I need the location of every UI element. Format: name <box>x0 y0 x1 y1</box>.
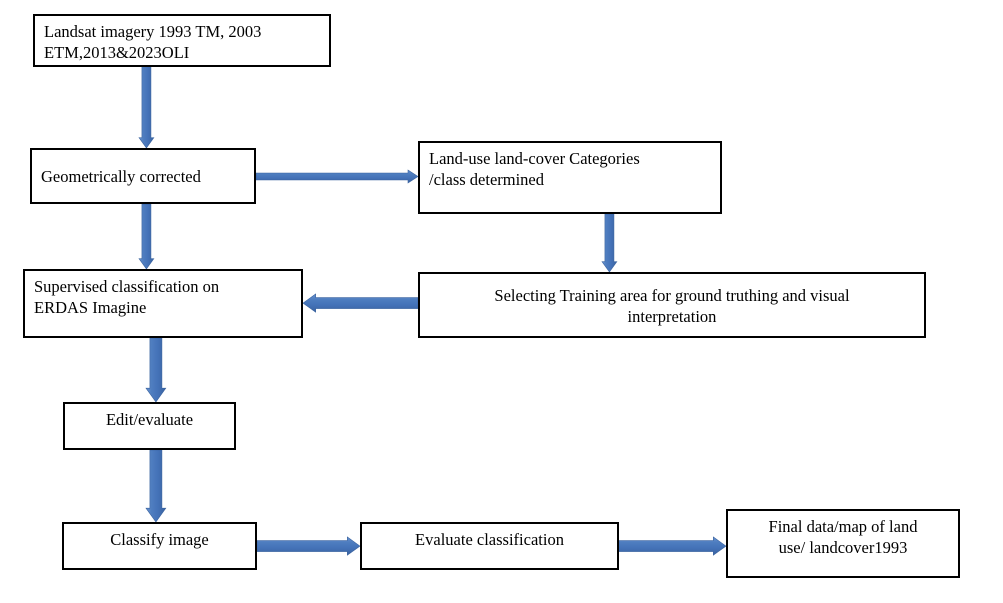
arrow-shape <box>618 536 727 556</box>
arrow-shape <box>145 337 167 403</box>
node-label-landsat-imagery: Landsat imagery 1993 TM, 2003 ETM,2013&2… <box>44 22 262 63</box>
node-selecting-training-area[interactable]: Selecting Training area for ground truth… <box>418 272 926 338</box>
node-label-evaluate-classification: Evaluate classification <box>415 530 564 549</box>
node-evaluate-classification[interactable]: Evaluate classification <box>360 522 619 570</box>
node-label-edit-evaluate: Edit/evaluate <box>105 410 194 429</box>
connector-evaluate-to-final <box>618 536 727 556</box>
node-supervised-classification[interactable]: Supervised classification on ERDAS Imagi… <box>23 269 303 338</box>
connector-landsat-to-geometric <box>137 65 154 149</box>
connector-training-to-supervised <box>302 293 419 313</box>
node-final-data-map[interactable]: Final data/map of land use/ landcover199… <box>726 509 960 578</box>
connector-geometric-to-supervised <box>137 203 154 270</box>
arrow-shape <box>137 203 154 270</box>
node-classify-image[interactable]: Classify image <box>62 522 257 570</box>
node-label-final-data-map: Final data/map of land use/ landcover199… <box>768 517 918 558</box>
node-landsat-imagery[interactable]: Landsat imagery 1993 TM, 2003 ETM,2013&2… <box>33 14 331 67</box>
arrow-shape <box>302 293 419 313</box>
node-label-supervised-classification: Supervised classification on ERDAS Imagi… <box>34 277 220 318</box>
node-edit-evaluate[interactable]: Edit/evaluate <box>63 402 236 450</box>
node-geometrically-corrected[interactable]: Geometrically corrected <box>30 148 256 204</box>
node-landuse-categories[interactable]: Land-use land-cover Categories /class de… <box>418 141 722 214</box>
arrow-shape <box>600 213 617 273</box>
arrow-shape <box>255 168 419 184</box>
arrow-shape <box>256 536 361 556</box>
node-label-classify-image: Classify image <box>110 530 209 549</box>
connector-categories-to-training <box>600 213 617 273</box>
connector-classify-to-evaluate <box>256 536 361 556</box>
node-label-geometrically-corrected: Geometrically corrected <box>41 167 201 187</box>
arrow-shape <box>137 65 154 149</box>
node-label-landuse-categories: Land-use land-cover Categories /class de… <box>429 149 640 190</box>
connector-edit-to-classify <box>145 449 167 523</box>
node-label-selecting-training-area: Selecting Training area for ground truth… <box>494 285 850 326</box>
connector-geometric-to-categories <box>255 168 419 184</box>
arrow-shape <box>145 449 167 523</box>
connector-supervised-to-edit <box>145 337 167 403</box>
